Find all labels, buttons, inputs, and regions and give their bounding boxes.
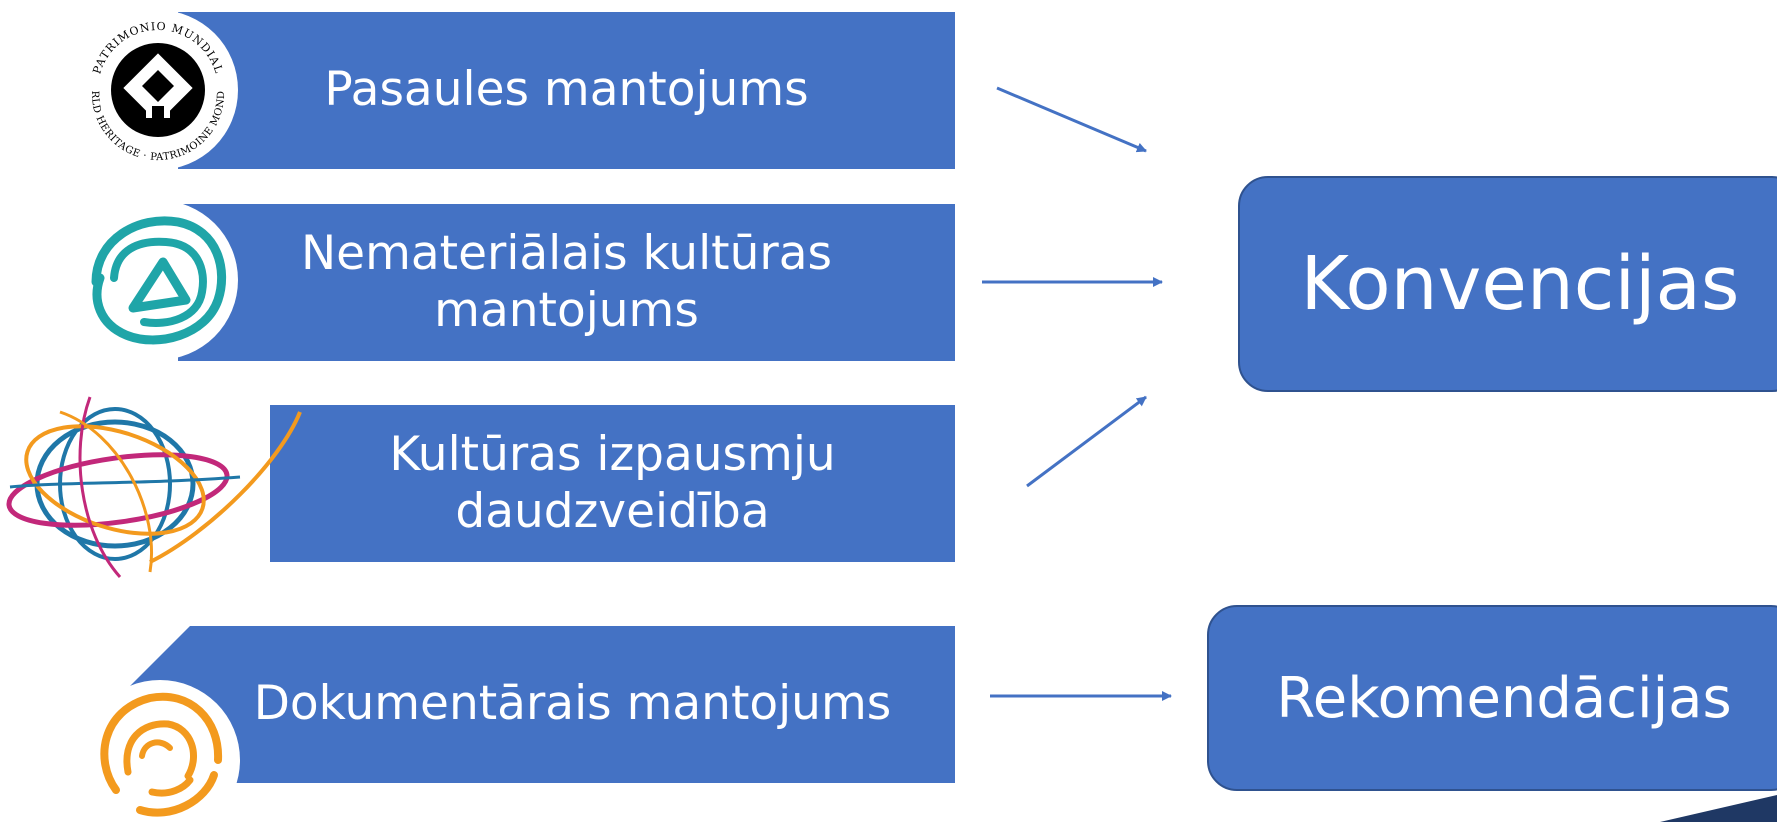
documentary-heritage-emblem-icon <box>80 680 240 822</box>
band-documentary-heritage: Dokumentārais mantojums <box>130 626 955 783</box>
intangible-heritage-emblem-icon <box>78 200 238 360</box>
band-cultural-diversity: Kultūras izpausmju daudzveidība <box>270 405 955 562</box>
arrow-world-heritage <box>996 86 1147 153</box>
cultural-diversity-emblem-icon <box>6 396 302 578</box>
band-intangible-heritage: Nemateriālais kultūras mantojums <box>178 204 955 361</box>
band-label-line-2: mantojums <box>434 282 699 338</box>
band-label: Dokumentārais mantojums <box>253 676 892 732</box>
conventions-label: Konvencijas <box>1300 241 1740 327</box>
world-heritage-emblem-icon: PATRIMONIO MUNDIAL WORLD HERITAGE · PATR… <box>78 10 238 170</box>
band-label-line-1: Nemateriālais kultūras <box>301 226 832 282</box>
band-world-heritage: Pasaules mantojums <box>178 12 955 169</box>
arrow-cultural-diversity <box>1026 395 1147 488</box>
band-label: Pasaules mantojums <box>324 62 809 118</box>
box-recommendations: Rekomendācijas <box>1207 605 1777 791</box>
band-label-line-2: daudzveidība <box>455 483 770 539</box>
recommendations-label: Rekomendācijas <box>1276 665 1732 731</box>
box-conventions: Konvencijas <box>1238 176 1777 392</box>
band-label-line-1: Kultūras izpausmju <box>389 427 836 483</box>
